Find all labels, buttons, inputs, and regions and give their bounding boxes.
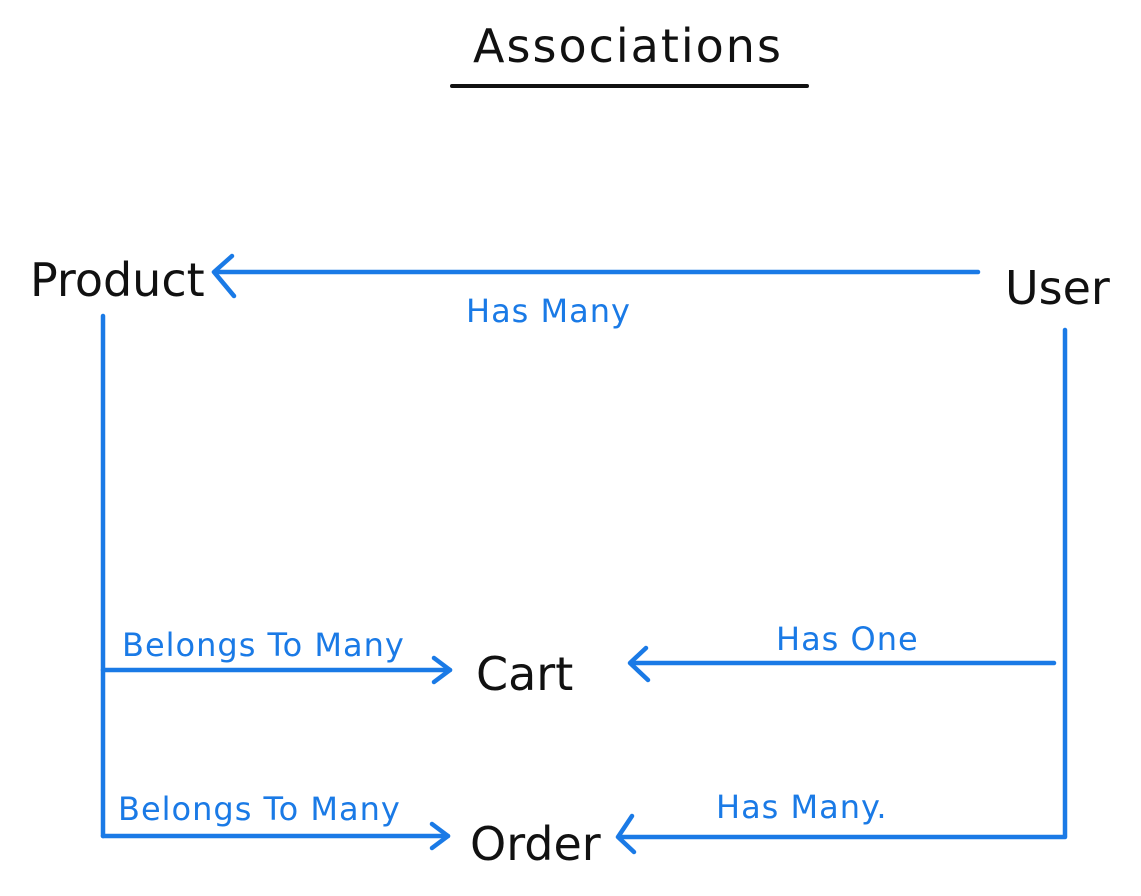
node-order: Order: [470, 817, 601, 871]
edge-product-cart-label: Belongs To Many: [122, 626, 405, 664]
node-product: Product: [30, 253, 205, 307]
edge-product-order-arrowhead: [429, 821, 451, 851]
edge-user-order-label: Has Many.: [716, 788, 888, 826]
node-user: User: [1005, 261, 1110, 315]
edge-user-cart-arrowhead: [627, 645, 651, 683]
edge-product-cart-arrowhead: [431, 655, 453, 685]
edge-product-order-label: Belongs To Many: [118, 790, 401, 828]
node-cart: Cart: [476, 647, 573, 701]
edge-user-product-label: Has Many: [466, 292, 631, 330]
edge-user-cart-label: Has One: [776, 620, 919, 658]
edge-user-product-arrowhead: [211, 253, 237, 299]
diagram-title: Associations: [473, 19, 783, 73]
edge-user-order-arrowhead: [615, 813, 637, 855]
